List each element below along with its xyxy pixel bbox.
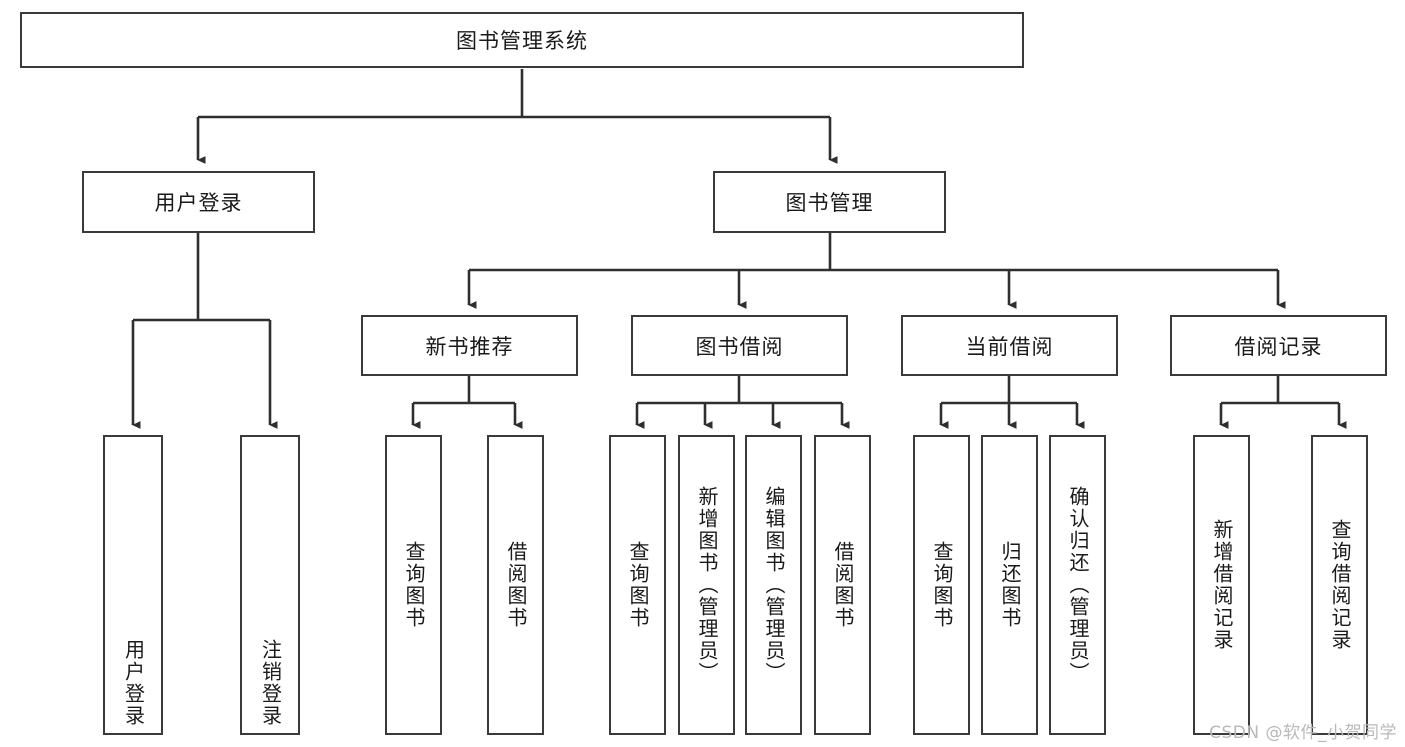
leaf-add-book[interactable]: 新增图书（管理员） [678, 435, 735, 735]
leaf-borrow-book-label: 借阅图书 [831, 541, 855, 629]
leaf-confirm-return-label: 确认归还（管理员） [1066, 486, 1090, 684]
node-book-borrow-label: 图书借阅 [695, 334, 784, 359]
leaf-edit-book-label: 编辑图书（管理员） [762, 486, 786, 684]
leaf-query-book-borrow-label: 查询图书 [626, 541, 650, 629]
leaf-user-login[interactable]: 用户登录 [103, 435, 163, 735]
leaf-query-book-current[interactable]: 查询图书 [913, 435, 970, 735]
leaf-query-borrow-record-label: 查询借阅记录 [1328, 519, 1352, 651]
leaf-query-book-current-label: 查询图书 [930, 541, 954, 629]
node-current-borrow[interactable]: 当前借阅 [901, 315, 1118, 376]
node-book-borrow[interactable]: 图书借阅 [631, 315, 848, 376]
leaf-borrow-book-recommend-label: 借阅图书 [504, 541, 528, 629]
leaf-borrow-book[interactable]: 借阅图书 [814, 435, 871, 735]
node-user-login[interactable]: 用户登录 [82, 171, 315, 233]
leaf-query-book-borrow[interactable]: 查询图书 [609, 435, 666, 735]
leaf-add-book-label: 新增图书（管理员） [695, 486, 719, 684]
leaf-edit-book[interactable]: 编辑图书（管理员） [745, 435, 802, 735]
node-book-management[interactable]: 图书管理 [713, 171, 946, 233]
node-new-book-recommend[interactable]: 新书推荐 [361, 315, 578, 376]
root-node-label: 图书管理系统 [456, 29, 588, 53]
leaf-query-book-recommend-label: 查询图书 [402, 541, 426, 629]
node-book-management-label: 图书管理 [785, 191, 874, 215]
leaf-return-book[interactable]: 归还图书 [981, 435, 1038, 735]
leaf-borrow-book-recommend[interactable]: 借阅图书 [487, 435, 544, 735]
node-current-borrow-label: 当前借阅 [965, 334, 1054, 359]
node-borrow-record-label: 借阅记录 [1234, 334, 1323, 359]
leaf-user-login-label: 用户登录 [121, 639, 146, 727]
root-node[interactable]: 图书管理系统 [20, 12, 1024, 68]
leaf-logout-login[interactable]: 注销登录 [240, 435, 300, 735]
watermark-text: CSDN @软件_小贺同学 [1209, 723, 1397, 743]
leaf-return-book-label: 归还图书 [998, 541, 1022, 629]
leaf-query-book-recommend[interactable]: 查询图书 [385, 435, 442, 735]
node-new-book-recommend-label: 新书推荐 [425, 334, 514, 359]
leaf-confirm-return[interactable]: 确认归还（管理员） [1049, 435, 1106, 735]
leaf-query-borrow-record[interactable]: 查询借阅记录 [1311, 435, 1368, 735]
node-borrow-record[interactable]: 借阅记录 [1170, 315, 1387, 376]
leaf-add-borrow-record-label: 新增借阅记录 [1210, 519, 1234, 651]
leaf-add-borrow-record[interactable]: 新增借阅记录 [1193, 435, 1250, 735]
node-user-login-label: 用户登录 [154, 191, 243, 215]
leaf-logout-login-label: 注销登录 [258, 639, 283, 727]
